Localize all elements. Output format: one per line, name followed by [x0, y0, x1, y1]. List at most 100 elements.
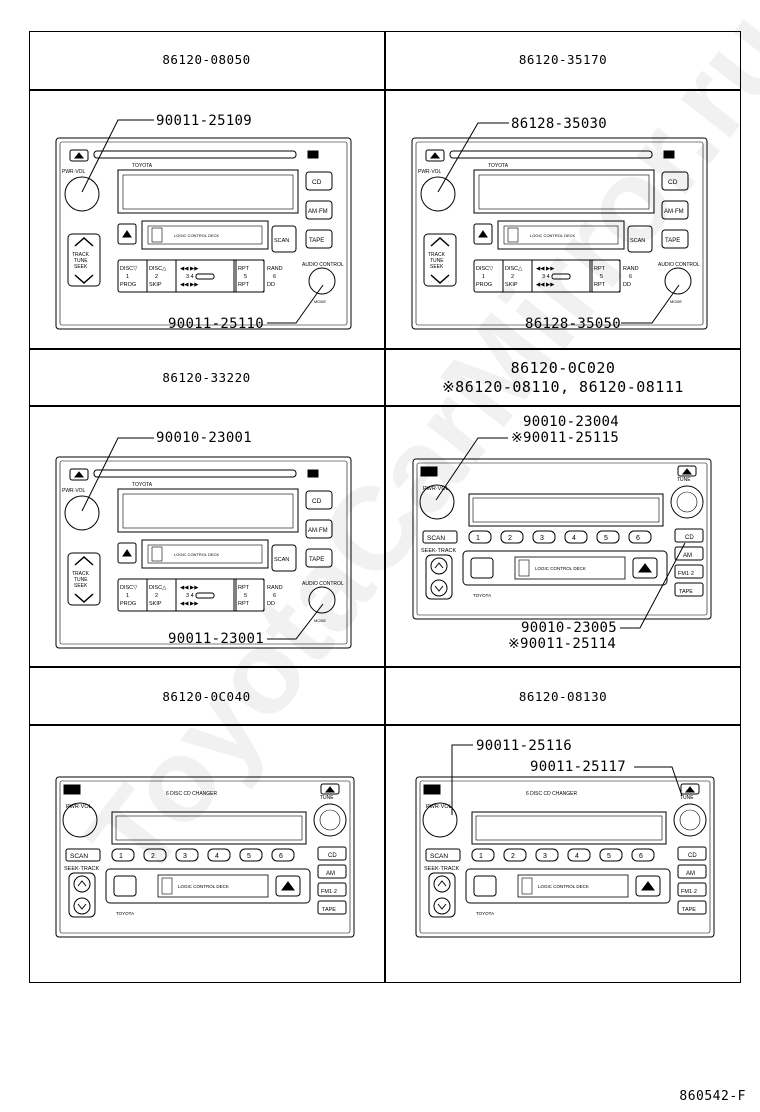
preset-button-label: 6 [279, 853, 283, 860]
preset-key-label: DISC▽ [120, 585, 138, 591]
load-button-label: LOAD [424, 789, 438, 795]
preset-key-label: RPT [238, 585, 250, 591]
deck-label: LOGIC CONTROL DECK [538, 884, 589, 889]
tape-button-label: TAPE [322, 907, 336, 913]
preset-key-label: PROG [120, 282, 136, 288]
brand-label: TOYOTA [132, 482, 153, 488]
preset-button-label: 3 [543, 853, 547, 860]
callout-label: ※90011-25115 [511, 430, 620, 446]
cd-button-label: CD [668, 179, 678, 186]
callout-label: ※90011-25114 [508, 636, 617, 652]
preset-key-label: ◀◀ ▶▶ [180, 266, 199, 272]
row-divider [29, 405, 741, 407]
preset-key-label: 6 [273, 274, 276, 280]
callout-label: 90011-25117 [530, 759, 627, 775]
scan-button-label: SCAN [274, 557, 289, 563]
cd-button-label: CD [312, 179, 322, 186]
preset-key-label: ◀◀ ▶▶ [180, 282, 199, 288]
scan-button-label: SCAN [430, 853, 448, 860]
seek-label: SEEK [74, 264, 88, 270]
preset-key-label: DD [623, 282, 631, 288]
preset-key-label: RAND [623, 266, 639, 272]
deck-label: LOGIC CONTROL DECK [174, 552, 220, 557]
preset-key-label: RPT [238, 266, 250, 272]
preset-key-label: ◀◀ ▶▶ [180, 601, 199, 607]
drawing-code: 860542-F [679, 1089, 746, 1104]
preset-key-label: DISC▽ [120, 266, 138, 272]
mode-label: MODE [314, 299, 326, 304]
scan-button-label: SCAN [70, 853, 88, 860]
preset-key-label: ◀◀ ▶▶ [180, 585, 199, 591]
preset-key-label: PROG [120, 601, 136, 607]
tune-label: TUNE [74, 577, 88, 583]
cd-button-label: CD [312, 498, 322, 505]
row-divider [29, 89, 741, 91]
fm-button-label: FM1·2 [681, 889, 697, 895]
pwr-vol-label: PWR·VOL [423, 486, 449, 492]
preset-key-label: ◀◀ ▶▶ [536, 282, 555, 288]
preset-button-label: 6 [636, 535, 640, 542]
preset-button-label: 1 [119, 853, 123, 860]
preset-key-label: 1 [482, 274, 485, 280]
preset-button-label: 1 [479, 853, 483, 860]
preset-button-label: 4 [575, 853, 579, 860]
callout-label: 90011-23001 [168, 631, 265, 647]
track-label: TRACK [72, 252, 90, 258]
callout-label: 90010-23004 [523, 414, 620, 430]
am-fm-button-label: AM·FM [664, 209, 684, 215]
preset-key-label: SKIP [149, 282, 162, 288]
preset-button-label: 2 [511, 853, 515, 860]
preset-key-label: 5 [244, 593, 247, 599]
am-button-label: AM [326, 871, 335, 877]
preset-key-label: SKIP [149, 601, 162, 607]
tape-button-label: TAPE [682, 907, 696, 913]
deck-label: LOGIC CONTROL DECK [178, 884, 229, 889]
preset-key-label: RAND [267, 266, 283, 272]
radio-unit-drawing [415, 776, 715, 938]
preset-button-label: 5 [247, 853, 251, 860]
preset-key-label: 2 [155, 274, 158, 280]
preset-key-label: 3 4 [186, 274, 194, 280]
cd-button-label: CD [688, 853, 697, 859]
part-number-header: 86120-35170 [518, 52, 608, 67]
fm-button-label: FM1·2 [321, 889, 337, 895]
tune-label: TUNE [74, 258, 88, 264]
preset-key-label: PROG [476, 282, 492, 288]
preset-key-label: 6 [273, 593, 276, 599]
preset-key-label: 2 [511, 274, 514, 280]
tape-button-label: TAPE [309, 238, 324, 244]
part-number-header: 86120-08130 [518, 689, 608, 704]
brand-label: TOYOTA [476, 911, 494, 916]
preset-button-label: 5 [607, 853, 611, 860]
preset-button-label: 4 [572, 535, 576, 542]
radio-unit-drawing [55, 776, 355, 938]
load-button-label: LOAD [64, 789, 78, 795]
column-divider [384, 31, 386, 983]
preset-key-label: 1 [126, 593, 129, 599]
pwr-vol-label: PWR·VOL [426, 804, 452, 810]
callout-label: 90011-25109 [156, 113, 253, 129]
part-number-line: 86120-0C020 [510, 359, 616, 377]
preset-button-label: 3 [540, 535, 544, 542]
preset-key-label: RAND [267, 585, 283, 591]
audio-control-label: AUDIO CONTROL [658, 262, 700, 268]
audio-control-label: AUDIO CONTROL [302, 581, 344, 587]
preset-key-label: ◀◀ ▶▶ [536, 266, 555, 272]
tune-label: TUNE [320, 795, 334, 801]
part-number-header: 86120-0C040 [162, 689, 251, 704]
deck-label: LOGIC CONTROL DECK [174, 233, 220, 238]
brand-label: TOYOTA [132, 163, 153, 169]
tape-button-label: TAPE [679, 589, 693, 595]
part-number-header: 86120-33220 [162, 370, 251, 385]
preset-button-label: 2 [508, 535, 512, 542]
scan-button-label: SCAN [427, 535, 445, 542]
preset-button-label: 6 [639, 853, 643, 860]
callout-label: 90010-23005 [521, 620, 618, 636]
mode-label: MODE [670, 299, 682, 304]
preset-key-label: 3 4 [186, 593, 194, 599]
part-number-header: 86120-0C020 ※86120-08110, 86120-08111 [385, 359, 741, 397]
callout-label: 86128-35050 [525, 316, 622, 332]
am-button-label: AM [683, 553, 692, 559]
deck-label: LOGIC CONTROL DECK [530, 233, 576, 238]
